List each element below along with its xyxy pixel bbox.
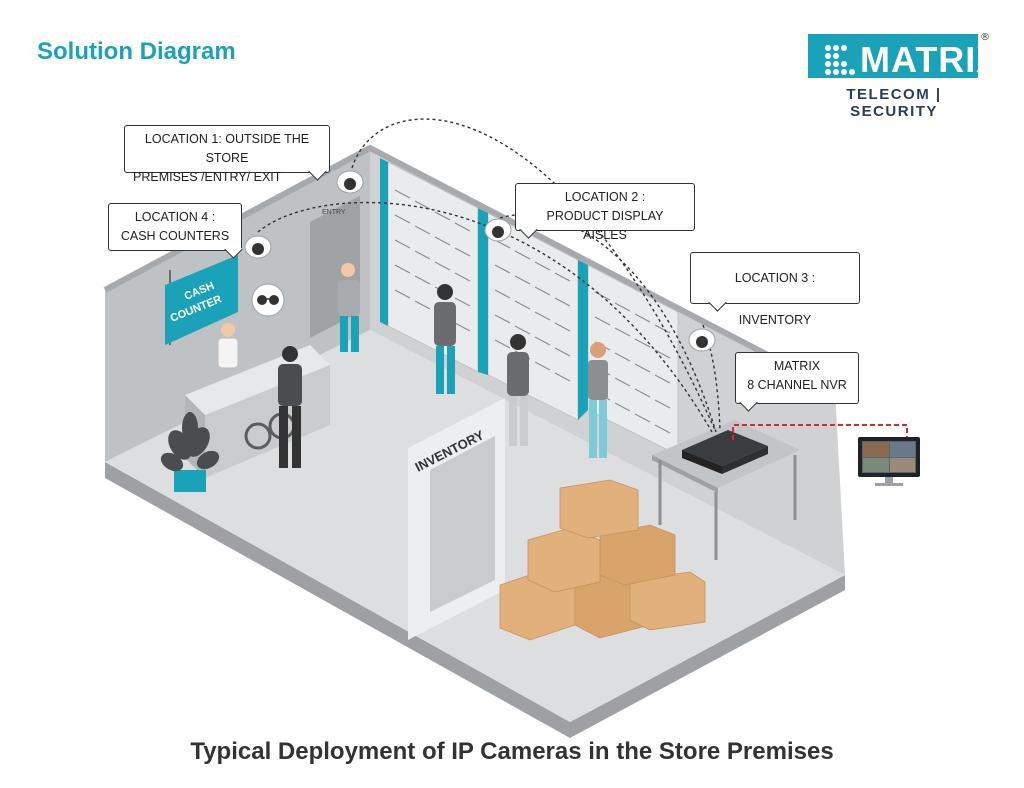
- logo-dots-icon: [825, 45, 855, 75]
- logo-registered-mark: ®: [980, 32, 990, 43]
- glasses-bubble-icon: [251, 283, 285, 317]
- arc-camera-1: [351, 118, 716, 431]
- cardboard-boxes: [499, 479, 706, 641]
- camera-1-icon: [336, 170, 364, 194]
- figure-caption: Typical Deployment of IP Cameras in the …: [190, 738, 834, 765]
- callout-nvr-line1: MATRIX: [773, 359, 821, 373]
- callout-location-4: LOCATION 4 : CASH COUNTERS: [108, 203, 243, 259]
- callout-location-2: LOCATION 2 : PRODUCT DISPLAY AISLES: [515, 183, 695, 242]
- floor-base: [105, 462, 845, 738]
- callout-location-1-line1: LOCATION 1: OUTSIDE THE STORE: [144, 132, 310, 165]
- inventory-partition: INVENTORY: [408, 398, 505, 640]
- callout-location-2-line2: PRODUCT DISPLAY AISLES: [546, 209, 664, 242]
- person-browsing: [434, 284, 456, 394]
- callout-location-4-line2: CASH COUNTERS: [120, 229, 230, 243]
- sales-assistant: [588, 342, 608, 458]
- camera-3-icon: [688, 328, 716, 352]
- cash-counter-sign: CASH COUNTER: [165, 255, 238, 345]
- callout-location-2-line1: LOCATION 2 :: [564, 190, 646, 204]
- callout-nvr-line2: 8 CHANNEL NVR: [747, 378, 847, 392]
- camera-4-icon: [244, 235, 272, 259]
- cashier-person: [217, 323, 239, 369]
- callout-location-3: LOCATION 3 : INVENTORY: [690, 252, 860, 327]
- person-at-entry: [338, 263, 360, 352]
- logo-name: MATRIX: [860, 39, 1002, 80]
- potted-plant: [160, 412, 220, 492]
- camera-2-icon: [484, 218, 512, 242]
- page-heading: Solution Diagram: [37, 38, 236, 65]
- monitor-icon: [858, 437, 920, 486]
- network-link: [732, 424, 908, 440]
- entry-sign: ENTRY: [322, 209, 346, 216]
- callout-location-4-line1: LOCATION 4 :: [134, 210, 216, 224]
- logo-banner: MATRIX: [808, 34, 1000, 80]
- matrix-logo: MATRIX ® TELECOM | SECURITY: [800, 30, 1000, 120]
- callout-location-3-line1: LOCATION 3 : INVENTORY: [734, 271, 816, 327]
- customer-at-counter: [278, 346, 302, 468]
- callout-nvr: MATRIX 8 CHANNEL NVR: [735, 352, 859, 412]
- callout-location-1-line2: PREMISES /ENTRY/ EXIT: [133, 170, 282, 184]
- woman-customer: [507, 334, 529, 446]
- logo-tagline: TELECOM | SECURITY: [846, 86, 942, 120]
- callout-location-1: LOCATION 1: OUTSIDE THE STORE PREMISES /…: [124, 125, 330, 184]
- nvr-device: [682, 430, 768, 474]
- arc-camera-4: [257, 201, 713, 433]
